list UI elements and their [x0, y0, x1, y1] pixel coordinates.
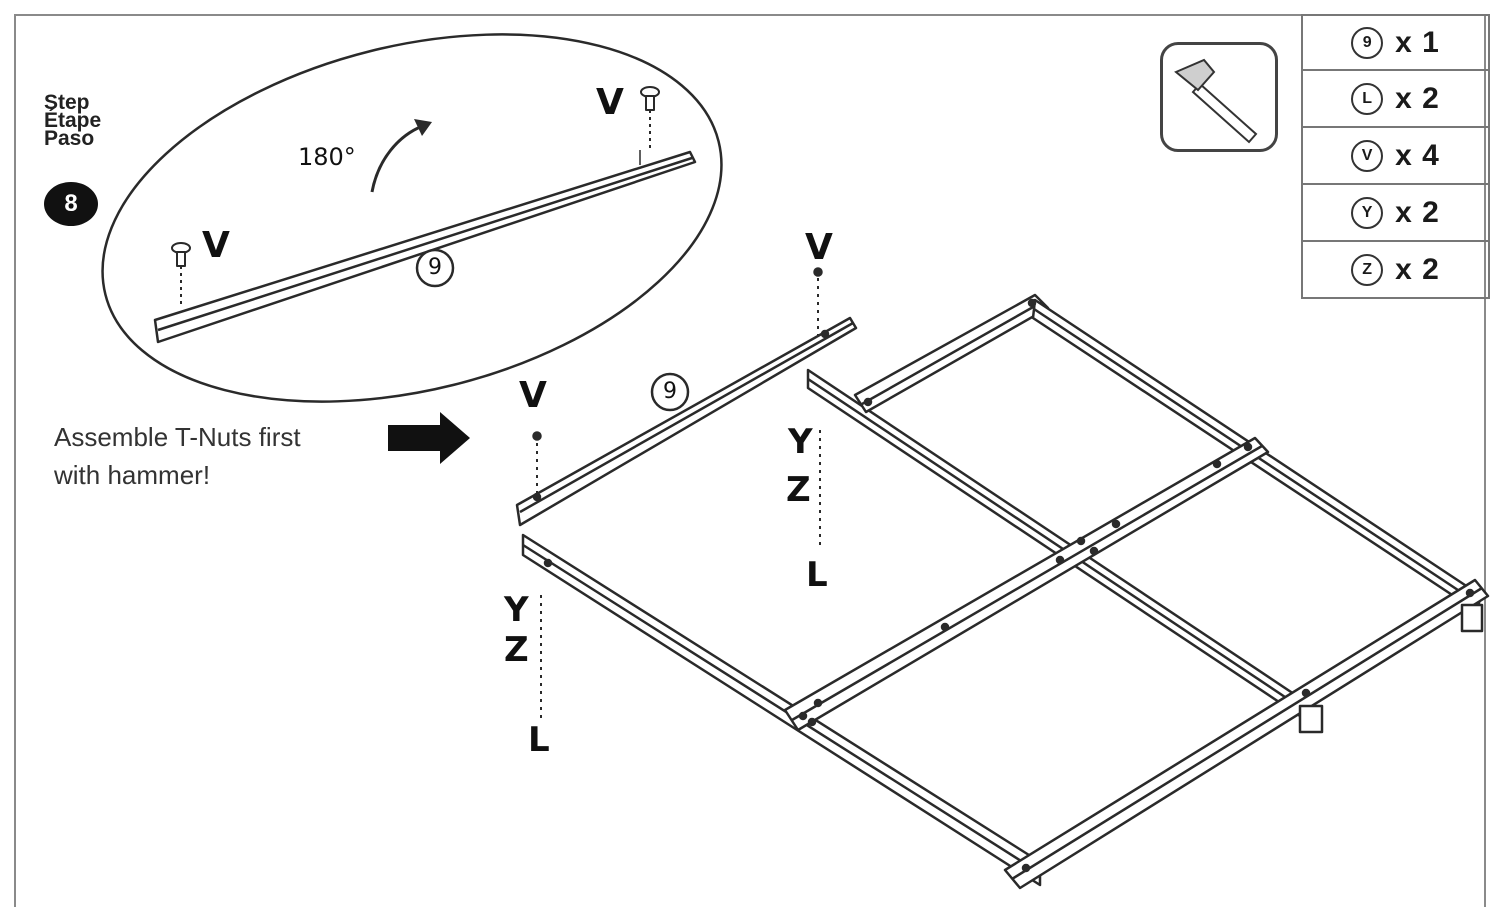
right-stack-v: V	[805, 227, 833, 268]
right-stack-y: Y	[788, 422, 813, 462]
callout-bolt-left-label: V	[202, 225, 230, 266]
bed-frame	[521, 293, 1490, 890]
callout-ellipse	[101, 33, 723, 403]
parts-list: 9 x 1 L x 2 V x 4 Y x 2 Z x 2	[1301, 14, 1490, 299]
parts-row: Z x 2	[1301, 242, 1490, 299]
hammer-note: Assemble T-Nuts first with hammer!	[54, 418, 301, 494]
parts-row: L x 2	[1301, 71, 1490, 128]
step-label-en: Step	[44, 91, 90, 114]
main-part-circle	[650, 372, 690, 412]
callout-bolt-right-label: V	[596, 82, 624, 123]
step-label-fr: Étape	[44, 109, 102, 132]
left-stack-y: Y	[504, 590, 529, 630]
callout-part-label: 9	[428, 255, 442, 280]
part-id: Z	[1351, 253, 1384, 286]
callout-bolt-right-icon	[640, 86, 660, 148]
right-stack-z: Z	[786, 470, 811, 510]
right-stack-l: L	[806, 555, 828, 595]
callout-part-circle	[415, 248, 455, 288]
main-rail-9	[515, 316, 858, 527]
arrow-right-icon	[388, 412, 470, 464]
part-id: Y	[1351, 196, 1384, 229]
part-qty: x 4	[1395, 138, 1440, 172]
note-line-2: with hammer!	[54, 460, 211, 490]
part-qty: x 2	[1395, 81, 1440, 115]
rotation-label: 180°	[298, 143, 356, 171]
callout-bolt-left-icon	[171, 242, 191, 305]
tool-box	[1160, 42, 1278, 152]
part-qty: x 2	[1395, 195, 1440, 229]
step-number-badge: 8	[44, 182, 98, 226]
parts-row: Y x 2	[1301, 185, 1490, 242]
left-stack-z: Z	[504, 630, 529, 670]
part-id: V	[1351, 139, 1384, 172]
part-qty: x 2	[1395, 252, 1440, 286]
left-stack-l: L	[528, 720, 550, 760]
part-id: L	[1351, 82, 1384, 115]
rotation-arrow	[370, 123, 426, 193]
part-id: 9	[1351, 26, 1384, 59]
step-labels: Step Étape Paso	[44, 88, 101, 154]
note-line-1: Assemble T-Nuts first	[54, 422, 301, 452]
step-label-es: Paso	[44, 127, 95, 150]
callout-rail	[153, 150, 697, 344]
left-stack-v: V	[519, 375, 547, 416]
part-qty: x 1	[1395, 25, 1440, 59]
parts-row: 9 x 1	[1301, 14, 1490, 71]
parts-row: V x 4	[1301, 128, 1490, 185]
main-part-label: 9	[663, 379, 677, 404]
